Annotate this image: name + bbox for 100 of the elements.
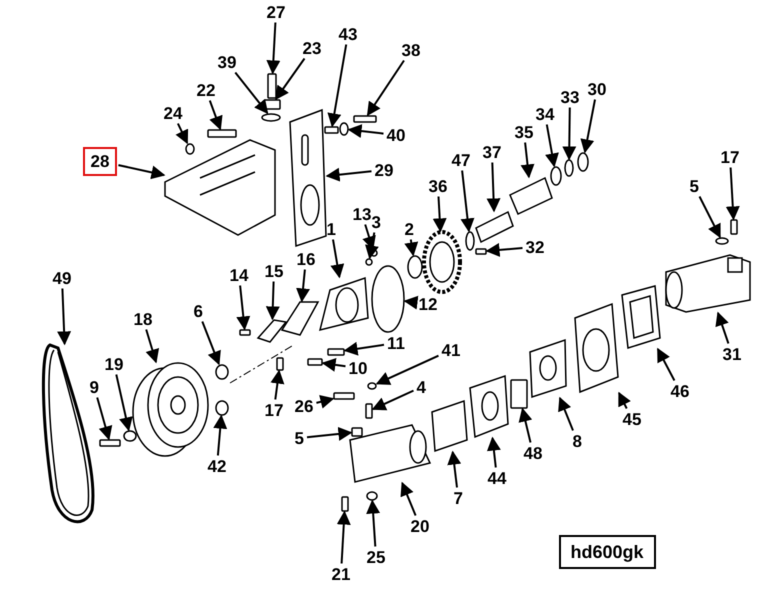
leader-arrow	[344, 342, 384, 356]
leader-arrow	[316, 395, 334, 409]
screw-drawing	[365, 258, 373, 266]
leader-arrow	[266, 22, 280, 74]
gasket-drawing	[529, 338, 567, 398]
leader-arrow	[520, 142, 534, 178]
leader-arrow	[562, 107, 576, 160]
leader-arrow	[57, 288, 72, 346]
callout-number: 18	[132, 310, 154, 328]
motor-drawing	[665, 254, 751, 313]
leader-arrow	[460, 170, 474, 232]
callout-number: 47	[450, 150, 472, 170]
bolt-drawing	[207, 129, 237, 138]
callout-number: 41	[440, 340, 462, 360]
leader-arrow	[486, 242, 523, 257]
callout-number: 25	[364, 548, 388, 566]
gear-drawing	[422, 230, 462, 294]
leader-arrow	[558, 396, 574, 431]
leader-arrow	[486, 162, 501, 212]
leader-arrow	[366, 60, 405, 116]
bolt-drawing	[327, 348, 345, 356]
callout-number: 45	[620, 410, 644, 428]
callout-number: 43	[336, 24, 360, 44]
callout-number: 9	[88, 378, 101, 396]
plate-drawing	[289, 108, 327, 248]
o-ring-drawing	[371, 265, 405, 333]
drawing-number-box: hd600gk	[558, 535, 656, 569]
fitting-drawing	[351, 427, 363, 437]
leader-arrow	[400, 482, 417, 516]
callout-number: 16	[294, 250, 318, 268]
leader-arrow	[306, 426, 352, 441]
callout-number: 39	[216, 52, 238, 72]
callout-number: 8	[570, 432, 584, 450]
callout-number: 17	[718, 148, 742, 166]
callout-number: 30	[586, 80, 608, 98]
key-drawing	[215, 364, 229, 380]
callout-number: 2	[402, 220, 416, 238]
callout-number: 21	[330, 564, 352, 584]
ring-drawing	[550, 166, 562, 186]
leader-arrow	[270, 370, 284, 400]
bolt-drawing	[267, 73, 277, 99]
ring-drawing	[564, 159, 574, 177]
motor-drawing	[349, 424, 432, 483]
callout-number: 22	[194, 80, 218, 100]
callout-number: 5	[292, 428, 306, 448]
callout-number: 32	[524, 238, 546, 256]
gasket-drawing	[621, 285, 661, 349]
flange-drawing	[574, 302, 619, 394]
plate-drawing	[431, 400, 468, 452]
callout-number: 34	[534, 104, 556, 124]
leader-arrow	[486, 436, 501, 468]
ring-drawing	[577, 152, 589, 172]
leader-arrow	[518, 408, 532, 443]
callout-number: 35	[512, 122, 536, 142]
bolt-drawing	[341, 496, 349, 512]
leader-arrow	[322, 358, 346, 372]
callout-number: 48	[522, 444, 544, 462]
bearing-drawing	[407, 255, 423, 279]
callout-number: 17	[262, 400, 286, 420]
callout-number: 31	[720, 344, 744, 364]
callout-number: 5	[688, 176, 701, 196]
callout-number: 38	[400, 40, 422, 60]
callout-number: 40	[384, 126, 408, 144]
callout-number: 33	[558, 88, 582, 106]
leader-arrow	[726, 167, 740, 220]
leader-arrow	[545, 124, 559, 168]
leader-arrow	[234, 72, 268, 114]
ring-drawing	[465, 231, 475, 251]
leader-arrow	[365, 232, 379, 260]
callout-number: 27	[264, 2, 288, 22]
washer-drawing	[339, 122, 349, 136]
leader-arrow	[175, 123, 188, 144]
leader-arrow	[275, 58, 306, 100]
sleeve-drawing	[509, 176, 553, 216]
washer-drawing	[261, 113, 281, 122]
callout-number: 29	[372, 160, 396, 180]
washer-drawing	[366, 491, 378, 501]
leader-arrow	[580, 99, 596, 154]
callout-number: 10	[346, 358, 370, 378]
leader-arrow	[372, 390, 414, 410]
leader-arrow	[213, 414, 228, 456]
callout-number: 1	[324, 220, 338, 238]
washer-drawing	[715, 237, 729, 245]
shaft-drawing	[475, 210, 514, 244]
leader-arrow	[145, 329, 160, 364]
leader-arrow	[366, 500, 380, 547]
leader-arrow	[336, 510, 351, 564]
callout-number: 19	[102, 354, 126, 374]
leader-arrow	[266, 281, 280, 320]
leader-arrow	[432, 196, 447, 232]
bolt-drawing	[276, 357, 284, 371]
callout-number: 36	[426, 176, 450, 196]
leader-arrow	[618, 392, 631, 409]
leader-arrow	[348, 124, 384, 138]
callout-number: 20	[408, 516, 432, 536]
bolt-drawing	[99, 439, 121, 447]
callout-number: 26	[292, 396, 316, 416]
leader-arrow	[201, 321, 221, 366]
callout-number: 37	[480, 142, 504, 162]
callout-number: 4	[414, 378, 428, 396]
